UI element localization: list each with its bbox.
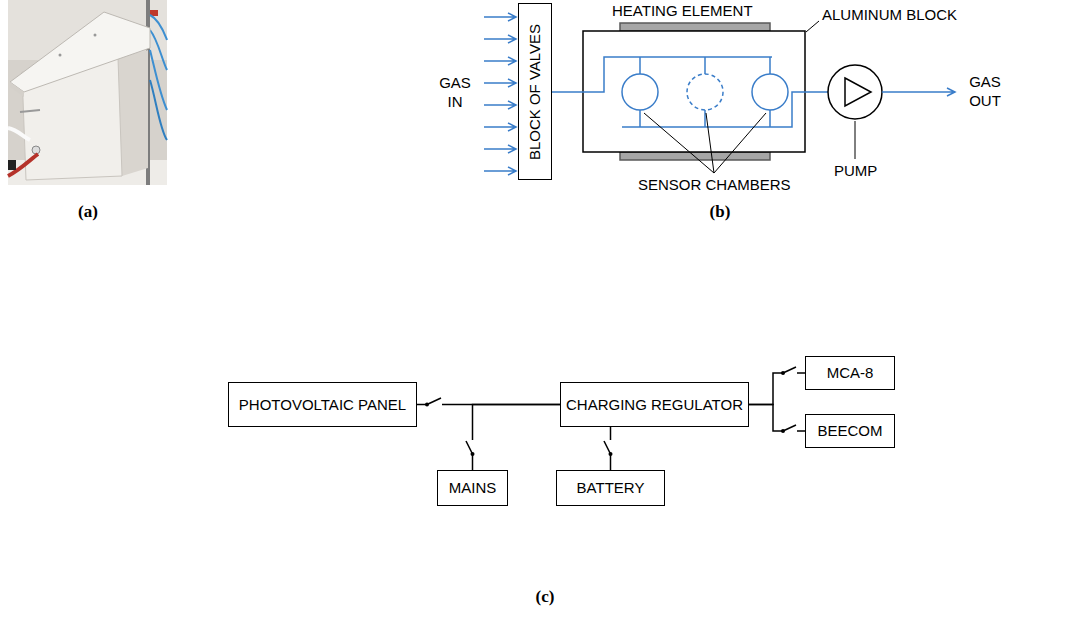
box-text: BATTERY — [577, 479, 645, 497]
photo-white-tube — [8, 128, 30, 140]
aluminum-block — [583, 31, 805, 152]
leader-line — [706, 113, 714, 173]
sensor-chamber — [752, 74, 788, 110]
photo-fitting — [32, 146, 40, 154]
part-label: PUMP — [834, 162, 877, 181]
box-text: MAINS — [449, 479, 497, 497]
leader-lines — [644, 21, 855, 173]
box-text: BEECOM — [817, 422, 882, 440]
part-label: ALUMINUM BLOCK — [822, 6, 957, 25]
photo — [8, 0, 167, 185]
photo-tube — [150, 15, 167, 40]
part-label: SENSOR CHAMBERS — [638, 176, 791, 195]
source-box: PHOTOVOLTAIC PANEL — [228, 382, 417, 427]
leader-line — [806, 21, 819, 32]
part-label: HEATING ELEMENT — [612, 2, 753, 21]
pump-triangle — [845, 78, 871, 106]
panel-letter: (c) — [525, 586, 565, 607]
inlet-arrow — [484, 79, 516, 87]
flow-label: GAS OUT — [960, 73, 1010, 111]
wire — [749, 405, 805, 432]
panel-letter: (b) — [700, 201, 740, 222]
heating-element — [620, 23, 770, 31]
inlet-arrow — [484, 123, 516, 131]
switches — [425, 367, 797, 456]
inlet-arrow — [484, 167, 516, 175]
leader-line — [644, 113, 714, 173]
regulator-box: CHARGING REGULATOR — [560, 382, 749, 427]
switch-symbol — [604, 441, 611, 454]
valve-block: BLOCK OF VALVES — [518, 3, 552, 180]
inlet-arrow — [484, 13, 516, 21]
inlet-arrow — [484, 57, 516, 65]
photo-box-lid — [10, 12, 150, 92]
switch-symbol — [783, 367, 796, 373]
photo-tube — [150, 50, 167, 110]
outlet-arrow — [882, 88, 955, 96]
box-text: BLOCK OF VALVES — [526, 23, 544, 159]
wire — [473, 405, 561, 471]
source-box: MAINS — [437, 470, 508, 506]
switch-symbol — [466, 441, 473, 454]
photo-screw — [94, 34, 97, 37]
gas-schematic — [484, 13, 955, 175]
inlet-arrow — [484, 35, 516, 43]
photo-red-cable — [8, 154, 38, 176]
photo-tube — [150, 80, 167, 140]
flow-label: GAS IN — [430, 74, 480, 112]
photo-screw — [59, 54, 62, 57]
load-box: MCA-8 — [805, 356, 895, 390]
sensor-chamber — [622, 74, 658, 110]
photo-wall — [8, 0, 167, 185]
leader-line — [855, 121, 856, 159]
wire — [749, 373, 805, 405]
storage-box: BATTERY — [556, 470, 665, 506]
panel-letter: (a) — [68, 201, 108, 222]
photo-plug — [8, 160, 16, 170]
gas-line — [552, 57, 772, 92]
inlet-arrows — [484, 13, 516, 175]
switch-symbol — [783, 425, 796, 431]
inlet-arrow — [484, 145, 516, 153]
load-box: BEECOM — [805, 414, 895, 448]
leader-line — [714, 113, 766, 173]
sensor-chamber — [687, 74, 723, 110]
box-text: CHARGING REGULATOR — [566, 396, 743, 414]
switch-symbol — [427, 398, 441, 405]
heating-element — [620, 152, 770, 160]
pump-symbol — [828, 65, 882, 119]
photo-box-side — [118, 50, 148, 176]
photo-lid-edge — [10, 82, 24, 97]
photo-handle — [20, 110, 40, 112]
box-text: MCA-8 — [827, 364, 874, 382]
box-text: PHOTOVOLTAIC PANEL — [239, 396, 406, 414]
inlet-arrow — [484, 101, 516, 109]
